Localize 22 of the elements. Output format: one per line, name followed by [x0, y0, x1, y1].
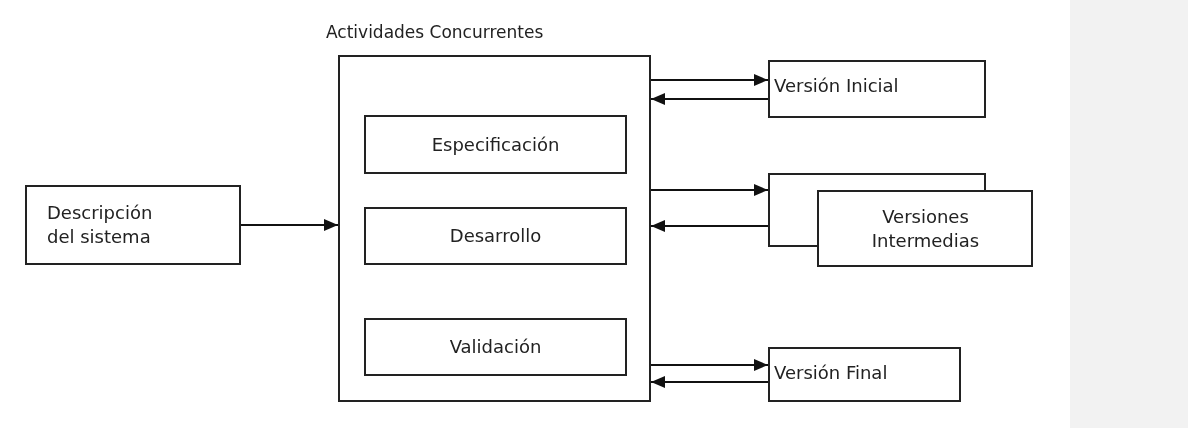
output-box — [768, 347, 961, 402]
container-heading: Actividades Concurrentes — [326, 21, 544, 44]
process-box — [25, 185, 241, 265]
arrow — [650, 93, 769, 105]
stacked-boxes — [768, 173, 1033, 267]
arrow — [650, 220, 769, 232]
box-label: Versiones Intermedias — [870, 205, 981, 253]
box-label: Descripción del sistema — [47, 201, 154, 249]
output-box — [768, 60, 986, 118]
arrow — [650, 184, 769, 196]
box-label: Versión Inicial — [774, 74, 900, 98]
arrow — [240, 219, 339, 231]
box-label: Validación — [448, 335, 543, 359]
arrow — [650, 376, 769, 388]
process-box — [364, 207, 627, 265]
arrow — [650, 359, 769, 371]
box-label: Versión Final — [774, 361, 889, 385]
box-label: Especificación — [430, 132, 561, 157]
process-box — [364, 318, 627, 376]
arrow — [650, 74, 769, 86]
process-box — [364, 115, 627, 174]
box-label: Desarrollo — [448, 224, 543, 248]
